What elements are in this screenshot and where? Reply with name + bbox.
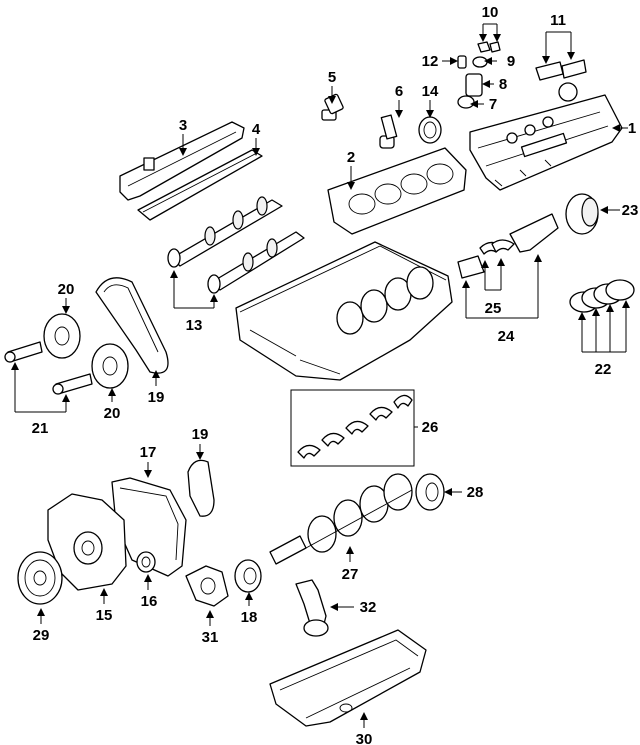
main-bearings-frame bbox=[290, 389, 415, 467]
cylinder-head-right bbox=[469, 82, 623, 191]
rocker-arms bbox=[535, 59, 587, 81]
crankshaft-seal bbox=[415, 473, 445, 511]
callout-2: 2 bbox=[347, 149, 355, 166]
callout-22: 22 bbox=[595, 361, 612, 378]
front-cover bbox=[47, 493, 127, 591]
callout-20-upper: 20 bbox=[58, 281, 75, 298]
main-bearings bbox=[297, 394, 413, 459]
oil-pan bbox=[269, 629, 427, 727]
callout-8: 8 bbox=[499, 76, 507, 93]
callout-26: 26 bbox=[422, 419, 439, 436]
callout-31: 31 bbox=[202, 629, 219, 646]
callout-19-lower: 19 bbox=[192, 426, 209, 443]
callout-13: 13 bbox=[186, 317, 203, 334]
oil-control-valves bbox=[4, 341, 93, 395]
engine-block bbox=[235, 241, 453, 381]
callout-20-lower: 20 bbox=[104, 405, 121, 422]
rod-bearings bbox=[479, 239, 515, 255]
callout-10: 10 bbox=[482, 4, 499, 21]
connecting-rod bbox=[457, 213, 559, 279]
callout-30: 30 bbox=[356, 731, 373, 745]
callout-9: 9 bbox=[507, 53, 515, 70]
callout-18: 18 bbox=[241, 609, 258, 626]
callout-19-upper: 19 bbox=[148, 389, 165, 406]
callout-15: 15 bbox=[96, 607, 113, 624]
cup-plug bbox=[418, 116, 442, 144]
rear-main-seal bbox=[234, 559, 262, 593]
camshafts bbox=[167, 196, 305, 294]
callout-16: 16 bbox=[141, 593, 158, 610]
crankshaft-balancer bbox=[17, 551, 63, 605]
callout-28: 28 bbox=[467, 484, 484, 501]
callout-14: 14 bbox=[422, 83, 439, 100]
callout-23: 23 bbox=[622, 202, 639, 219]
crankshaft bbox=[269, 473, 413, 565]
callout-7: 7 bbox=[489, 96, 497, 113]
callout-27: 27 bbox=[342, 566, 359, 583]
spark-plug bbox=[379, 114, 398, 149]
callout-24: 24 bbox=[498, 328, 515, 345]
oil-pump bbox=[185, 565, 229, 607]
callout-6: 6 bbox=[395, 83, 403, 100]
callout-11: 11 bbox=[550, 12, 566, 29]
callout-5: 5 bbox=[328, 69, 336, 86]
camshaft-sprocket-lower bbox=[91, 343, 129, 389]
callout-29: 29 bbox=[33, 627, 50, 644]
callout-32: 32 bbox=[360, 599, 377, 616]
piston-rings bbox=[569, 279, 635, 313]
valve-components bbox=[457, 41, 501, 109]
piston bbox=[565, 193, 599, 235]
callout-25: 25 bbox=[485, 300, 502, 317]
callout-17: 17 bbox=[140, 444, 157, 461]
valve-cover-gasket bbox=[137, 149, 263, 221]
timing-chain-guide bbox=[119, 121, 245, 201]
oil-pickup-tube bbox=[295, 579, 329, 637]
callout-4: 4 bbox=[252, 121, 261, 138]
callout-3: 3 bbox=[179, 117, 187, 134]
callout-12: 12 bbox=[422, 53, 439, 70]
callout-1: 1 bbox=[628, 120, 636, 137]
camshaft-sprocket-upper bbox=[43, 313, 81, 359]
bolt bbox=[321, 93, 344, 121]
timing-chain-secondary bbox=[187, 459, 215, 517]
callout-21: 21 bbox=[32, 420, 49, 437]
head-gasket bbox=[327, 147, 467, 235]
front-cover-seal bbox=[136, 551, 156, 573]
